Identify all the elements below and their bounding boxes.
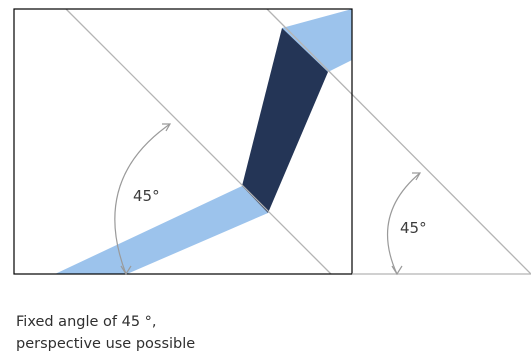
guide-line-left	[65, 8, 332, 275]
guide-line-right	[266, 8, 531, 275]
arrowhead-left-top	[162, 123, 172, 132]
caption-line-2: perspective use possible	[16, 336, 196, 352]
angle-arc-left	[114, 123, 171, 275]
caption-line-1: Fixed angle of 45 °,	[16, 314, 157, 330]
light-blue-band-lower	[55, 186, 268, 274]
arrowhead-right-bottom	[391, 265, 403, 276]
angle-arc-right	[386, 172, 421, 275]
frame-rectangle	[13, 8, 353, 275]
arrowhead-right-top	[412, 172, 422, 181]
caption: Fixed angle of 45 °, perspective use pos…	[16, 311, 416, 355]
arrowhead-left-bottom	[120, 265, 132, 276]
angle-label-right: 45°	[400, 219, 427, 237]
light-blue-band	[282, 9, 352, 72]
angle-label-left: 45°	[133, 187, 160, 205]
dark-navy-strip	[242, 28, 328, 213]
